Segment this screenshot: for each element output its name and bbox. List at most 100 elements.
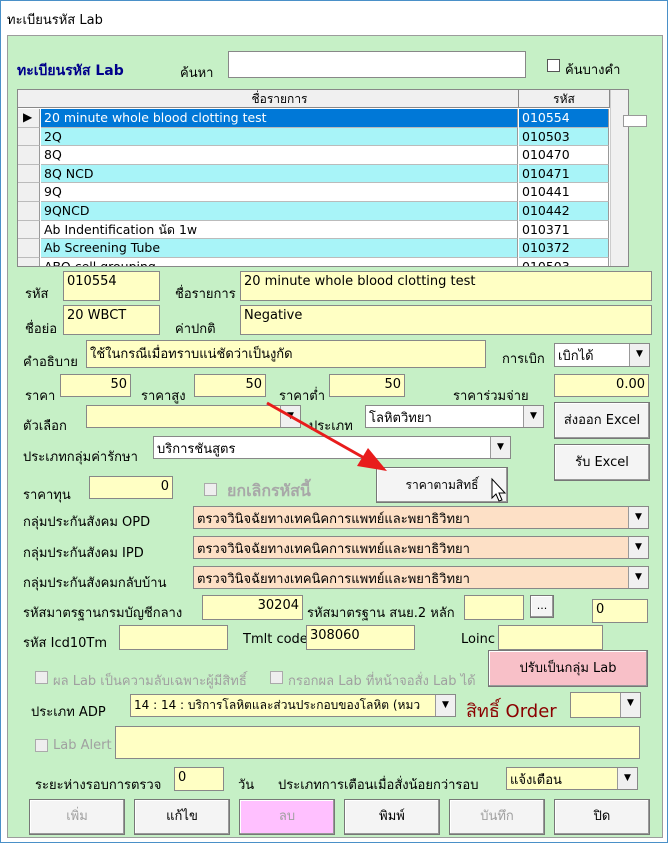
cell-item-name[interactable]: 20 minute whole blood clotting test bbox=[41, 109, 518, 128]
cell-item-name[interactable]: 9Q bbox=[41, 183, 518, 202]
chevron-down-icon[interactable]: ▼ bbox=[617, 768, 637, 789]
nhso-browse-button[interactable]: ... bbox=[530, 595, 554, 618]
cell-item-code[interactable]: 010470 bbox=[519, 146, 609, 165]
row-selector[interactable] bbox=[18, 202, 40, 221]
delete-button[interactable]: ลบ bbox=[239, 799, 335, 835]
normal-value-field[interactable]: Negative bbox=[240, 305, 652, 335]
cell-item-name[interactable]: ABO cell grouping bbox=[41, 257, 518, 266]
price-high-field[interactable]: 50 bbox=[194, 374, 266, 397]
copay-field[interactable]: 0.00 bbox=[554, 374, 649, 397]
grid-scroll-thumb[interactable] bbox=[623, 115, 647, 127]
import-excel-button[interactable]: รับ Excel bbox=[554, 444, 650, 481]
search-input[interactable] bbox=[228, 51, 526, 78]
row-selector[interactable] bbox=[18, 183, 40, 202]
grid-header-name[interactable]: ชื่อรายการ bbox=[41, 90, 519, 108]
option-combo[interactable]: ▼ bbox=[86, 405, 301, 428]
fill-result-checkbox[interactable] bbox=[270, 671, 283, 684]
adp-type-combo[interactable]: 14 : 14 : บริการโลหิตและส่วนประกอบของโลห… bbox=[130, 694, 456, 717]
cell-item-code[interactable]: 010471 bbox=[519, 164, 609, 184]
cell-item-code[interactable]: 010503 bbox=[519, 127, 609, 147]
export-excel-button[interactable]: ส่งออก Excel bbox=[554, 402, 650, 439]
chevron-down-icon[interactable]: ▼ bbox=[628, 507, 648, 528]
tmlt-field[interactable]: 308060 bbox=[306, 625, 415, 650]
grid-scrollbar[interactable] bbox=[610, 90, 628, 266]
adjust-lab-group-button[interactable]: ปรับเป็นกลุ่ม Lab bbox=[488, 650, 648, 687]
row-selector[interactable] bbox=[18, 164, 40, 184]
chevron-down-icon[interactable]: ▼ bbox=[490, 437, 510, 458]
cell-item-name[interactable]: 2Q bbox=[41, 127, 518, 147]
price-field[interactable]: 50 bbox=[60, 374, 131, 397]
cell-item-code[interactable]: 010442 bbox=[519, 202, 609, 221]
add-button[interactable]: เพิ่ม bbox=[29, 799, 125, 835]
right-order-combo[interactable]: ▼ bbox=[570, 692, 641, 718]
row-selector[interactable] bbox=[18, 127, 40, 147]
sso-ipd-combo[interactable]: ตรวจวินิจฉัยทางเทคนิคการแพทย์และพยาธิวิท… bbox=[193, 536, 649, 559]
treatment-group-combo[interactable]: บริการชันสูตร ▼ bbox=[153, 436, 511, 459]
icd10tm-field[interactable] bbox=[119, 625, 228, 650]
print-button[interactable]: พิมพ์ bbox=[344, 799, 440, 835]
cell-item-code[interactable]: 010372 bbox=[519, 239, 609, 258]
nhso-extra-field[interactable]: 0 bbox=[592, 599, 648, 623]
tmlt-label: Tmlt code bbox=[243, 632, 308, 647]
row-selector[interactable] bbox=[18, 220, 40, 240]
interval-field[interactable]: 0 bbox=[174, 767, 224, 791]
save-button[interactable]: บันทึก bbox=[449, 799, 545, 835]
close-button[interactable]: ปิด bbox=[554, 799, 650, 835]
chevron-down-icon[interactable]: ▼ bbox=[629, 344, 649, 366]
chevron-down-icon[interactable]: ▼ bbox=[628, 537, 648, 558]
cell-item-code[interactable]: 010441 bbox=[519, 183, 609, 202]
cell-item-code[interactable]: 010554 bbox=[519, 109, 609, 128]
secret-result-checkbox[interactable] bbox=[35, 671, 48, 684]
alert-type-combo[interactable]: แจ้งเตือน ▼ bbox=[506, 767, 638, 790]
nhso-code-field[interactable] bbox=[464, 595, 524, 620]
cost-field[interactable]: 0 bbox=[89, 476, 173, 499]
lab-alert-field[interactable] bbox=[115, 726, 640, 759]
edit-button[interactable]: แก้ไข bbox=[134, 799, 230, 835]
item-name-field[interactable]: 20 minute whole blood clotting test bbox=[240, 271, 652, 301]
partial-search-checkbox[interactable] bbox=[547, 59, 560, 72]
chevron-down-icon[interactable]: ▼ bbox=[280, 406, 300, 427]
loinc-field[interactable] bbox=[498, 625, 603, 650]
current-row-indicator-icon[interactable]: ▶ bbox=[18, 109, 40, 128]
sso-home-combo[interactable]: ตรวจวินิจฉัยทางเทคนิคการแพทย์และพยาธิวิท… bbox=[193, 566, 649, 589]
row-selector[interactable] bbox=[18, 257, 40, 266]
cell-item-name[interactable]: Ab Indentification นัด 1w bbox=[41, 220, 518, 240]
cell-item-name[interactable]: 8Q NCD bbox=[41, 164, 518, 184]
treatment-group-label: ประเภทกลุ่มค่ารักษา bbox=[23, 450, 138, 465]
chevron-down-icon[interactable]: ▼ bbox=[620, 693, 640, 717]
chevron-down-icon[interactable]: ▼ bbox=[435, 695, 455, 716]
cgd-code-field[interactable]: 30204 bbox=[202, 595, 303, 620]
title-bar[interactable]: ทะเบียนรหัส Lab bbox=[1, 1, 667, 35]
chevron-down-icon[interactable]: ▼ bbox=[523, 406, 543, 427]
cell-item-code[interactable]: 010371 bbox=[519, 220, 609, 240]
lab-alert-checkbox[interactable] bbox=[35, 739, 48, 752]
price-by-right-button[interactable]: ราคาตามสิทธิ์ bbox=[376, 467, 508, 503]
grid-header-code[interactable]: รหัส bbox=[519, 90, 610, 108]
cancel-code-checkbox[interactable] bbox=[204, 483, 217, 496]
description-field[interactable]: ใช้ในกรณีเมื่อทราบแน่ชัดว่าเป็นงูกัด bbox=[86, 340, 486, 368]
lab-items-grid[interactable]: ชื่อรายการ รหัส ▶20 minute whole blood c… bbox=[17, 89, 629, 267]
chevron-down-icon[interactable]: ▼ bbox=[628, 567, 648, 588]
sso-opd-combo[interactable]: ตรวจวินิจฉัยทางเทคนิคการแพทย์และพยาธิวิท… bbox=[193, 506, 649, 529]
row-selector[interactable] bbox=[18, 146, 40, 165]
short-name-field[interactable]: 20 WBCT bbox=[63, 305, 160, 335]
cell-item-name[interactable]: Ab Screening Tube bbox=[41, 239, 518, 258]
code-field[interactable]: 010554 bbox=[63, 271, 160, 301]
normal-value-label: ค่าปกติ bbox=[175, 322, 216, 337]
type-combo[interactable]: โลหิตวิทยา ▼ bbox=[365, 405, 544, 428]
price-low-field[interactable]: 50 bbox=[329, 374, 405, 397]
cell-item-name[interactable]: 9QNCD bbox=[41, 202, 518, 221]
order-combo[interactable]: เบิกได้ ▼ bbox=[554, 343, 650, 367]
row-selector[interactable] bbox=[18, 239, 40, 258]
cell-item-code[interactable]: 010503 bbox=[519, 257, 609, 266]
cell-item-name[interactable]: 8Q bbox=[41, 146, 518, 165]
